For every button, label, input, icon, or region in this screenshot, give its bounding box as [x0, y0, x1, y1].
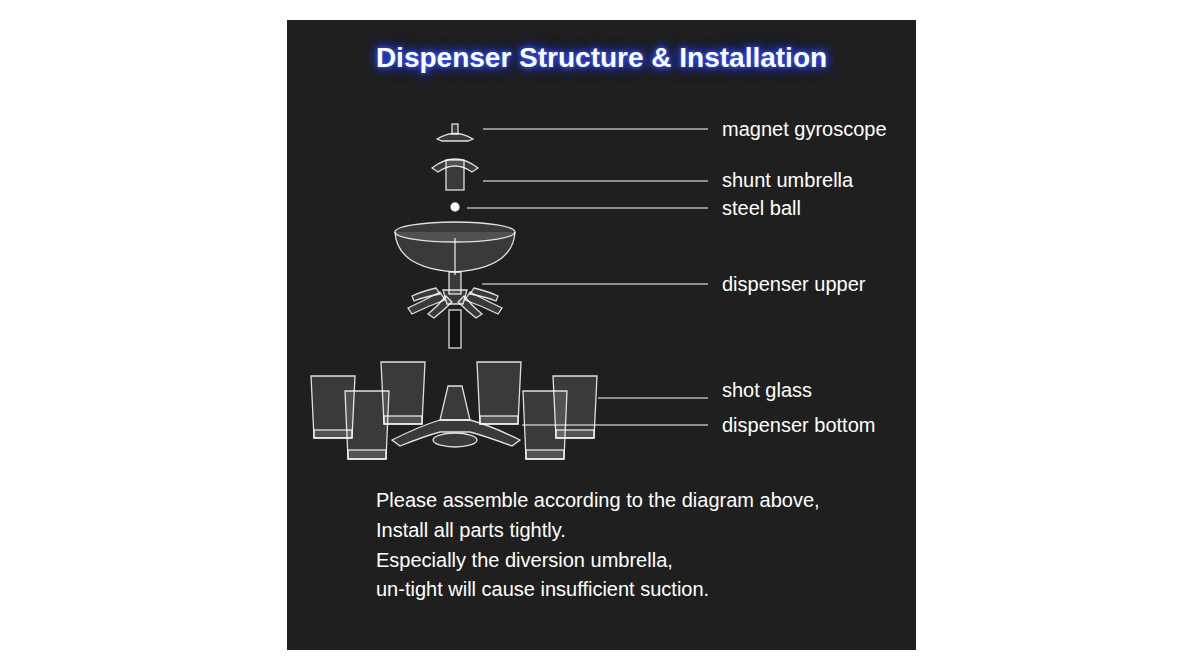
part-label: dispenser bottom: [722, 413, 875, 437]
part-label: dispenser upper: [722, 272, 865, 296]
leader-line: [482, 283, 708, 284]
note-line: un-tight will cause insufficient suction…: [376, 577, 709, 601]
leader-line: [467, 207, 708, 208]
part-label: shunt umbrella: [722, 168, 853, 192]
dispenser-base: [433, 433, 477, 447]
leader-line: [598, 397, 708, 398]
dispenser-base: [440, 386, 470, 420]
shot-glass: [523, 391, 567, 459]
note-line: Please assemble according to the diagram…: [376, 488, 820, 512]
shot-glass-base: [480, 416, 518, 424]
part-label: shot glass: [722, 378, 812, 402]
steel-ball: [451, 203, 459, 211]
leader-line: [483, 128, 708, 129]
diagram-title: Dispenser Structure & Installation: [287, 40, 916, 76]
dispenser-stem: [454, 238, 455, 275]
magnet-gyroscope: [452, 124, 458, 134]
spout-hub: [443, 290, 467, 304]
dispenser-plug: [449, 310, 461, 348]
part-label: magnet gyroscope: [722, 117, 887, 141]
shot-glass-base: [384, 416, 422, 424]
shot-glass: [477, 362, 521, 424]
shunt-umbrella: [446, 160, 464, 190]
parts: [311, 124, 597, 459]
spout: [470, 288, 498, 301]
shot-glass-base: [348, 450, 386, 459]
spout: [412, 288, 440, 301]
note-line: Especially the diversion umbrella,: [376, 548, 673, 572]
part-label: steel ball: [722, 196, 801, 220]
note-line: Install all parts tightly.: [376, 518, 566, 542]
leader-line: [483, 180, 708, 181]
shot-glass: [345, 391, 389, 459]
shot-glass-base: [526, 450, 564, 459]
